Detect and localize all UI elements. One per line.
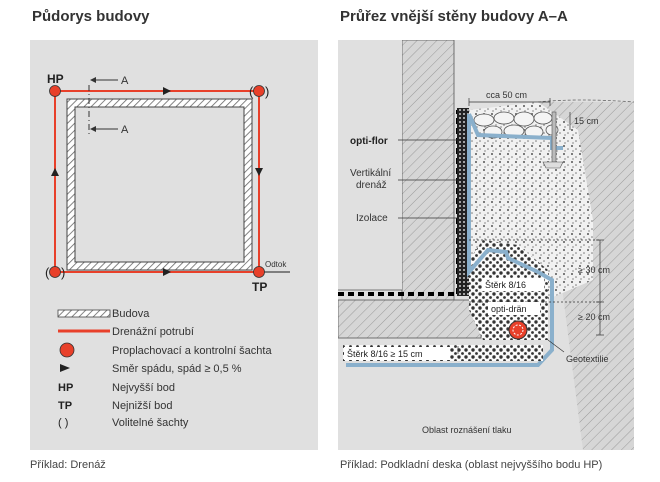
interior — [338, 40, 402, 290]
soil-surface — [537, 99, 635, 103]
shaft-tp — [253, 266, 265, 278]
legend-opt-key: ( ) — [58, 417, 68, 429]
legend-shaft: Proplachovací a kontrolní šachta — [112, 345, 272, 357]
section-label-bottom: A — [121, 124, 129, 136]
label-opti-dran: opti-drän — [491, 304, 527, 314]
building-wall — [66, 98, 253, 271]
label-izolace: Izolace — [356, 213, 388, 224]
plan-caption: Příklad: Drenáž — [30, 459, 106, 471]
legend-hp: Nejvyšší bod — [112, 382, 175, 394]
label-20cm: ≥ 20 cm — [578, 312, 610, 322]
legend-pipe: Drenážní potrubí — [112, 326, 194, 338]
inspection-post — [551, 111, 557, 163]
legend-opt: Volitelné šachty — [112, 417, 189, 429]
optional-paren-tr-l: ( — [249, 84, 254, 99]
leader-lines — [398, 139, 565, 354]
section-label-top: A — [121, 75, 129, 87]
section-title: Průřez vnější stěny budovy A–A — [340, 8, 568, 25]
legend-shaft-icon — [59, 342, 75, 358]
label-vertikalni: Vertikální — [350, 168, 391, 179]
label-opti-flor: opti-flor — [350, 136, 388, 147]
section-caption: Příklad: Podkladní deska (oblast nejvyšš… — [340, 459, 603, 471]
shaft-tr — [253, 85, 265, 97]
legend-building-icon — [57, 309, 111, 318]
legend-tp-key: TP — [58, 400, 72, 412]
outlet-label: Odtok — [265, 260, 287, 269]
shafts — [49, 85, 265, 278]
label-drenaz: drenáž — [356, 180, 387, 191]
label-15cm: 15 cm — [574, 116, 599, 126]
legend-tp: Nejnižší bod — [112, 400, 173, 412]
optional-paren-tr-r: ) — [265, 84, 269, 99]
legend-arrow-icon — [60, 364, 70, 372]
building-wall-section — [401, 39, 455, 301]
label-oblast: Oblast roznášení tlaku — [422, 425, 512, 435]
section-svg: opti-flor Vertikální drenáž Izolace cca … — [337, 39, 635, 450]
plan-panel: A A ( ) ( ) HP TP Odtok Budova Drenážní … — [30, 40, 318, 450]
section-line — [88, 77, 118, 135]
legend-symbols — [57, 309, 111, 372]
section-panel: opti-flor Vertikální drenáž Izolace cca … — [337, 39, 635, 450]
legend-hp-key: HP — [58, 382, 73, 394]
label-cca50: cca 50 cm — [486, 90, 527, 100]
drainage-pipe — [54, 90, 260, 273]
optional-paren-bl-r: ) — [61, 265, 65, 280]
vertical-drain — [457, 108, 469, 296]
shaft-bl — [49, 266, 61, 278]
label-sterk-big: Štěrk 8/16 ≥ 15 cm — [347, 349, 422, 359]
label-geotextilie: Geotextilie — [566, 354, 609, 364]
floor-slab — [337, 299, 482, 339]
legend-building: Budova — [112, 308, 150, 320]
shaft-hp — [49, 85, 61, 97]
label-30cm: ≥ 30 cm — [578, 265, 610, 275]
plan-title: Půdorys budovy — [32, 8, 150, 25]
hp-label: HP — [47, 72, 64, 86]
slope-arrows — [51, 87, 263, 276]
tp-label: TP — [252, 280, 267, 294]
legend-slope: Směr spádu, spád ≥ 0,5 % — [112, 363, 242, 375]
label-sterk-small: Štěrk 8/16 — [485, 280, 526, 290]
plan-svg: A A ( ) ( ) HP TP Odtok Budova Drenážní … — [45, 72, 290, 429]
optional-paren-bl-l: ( — [45, 265, 50, 280]
drain-pipe-section — [508, 320, 528, 340]
